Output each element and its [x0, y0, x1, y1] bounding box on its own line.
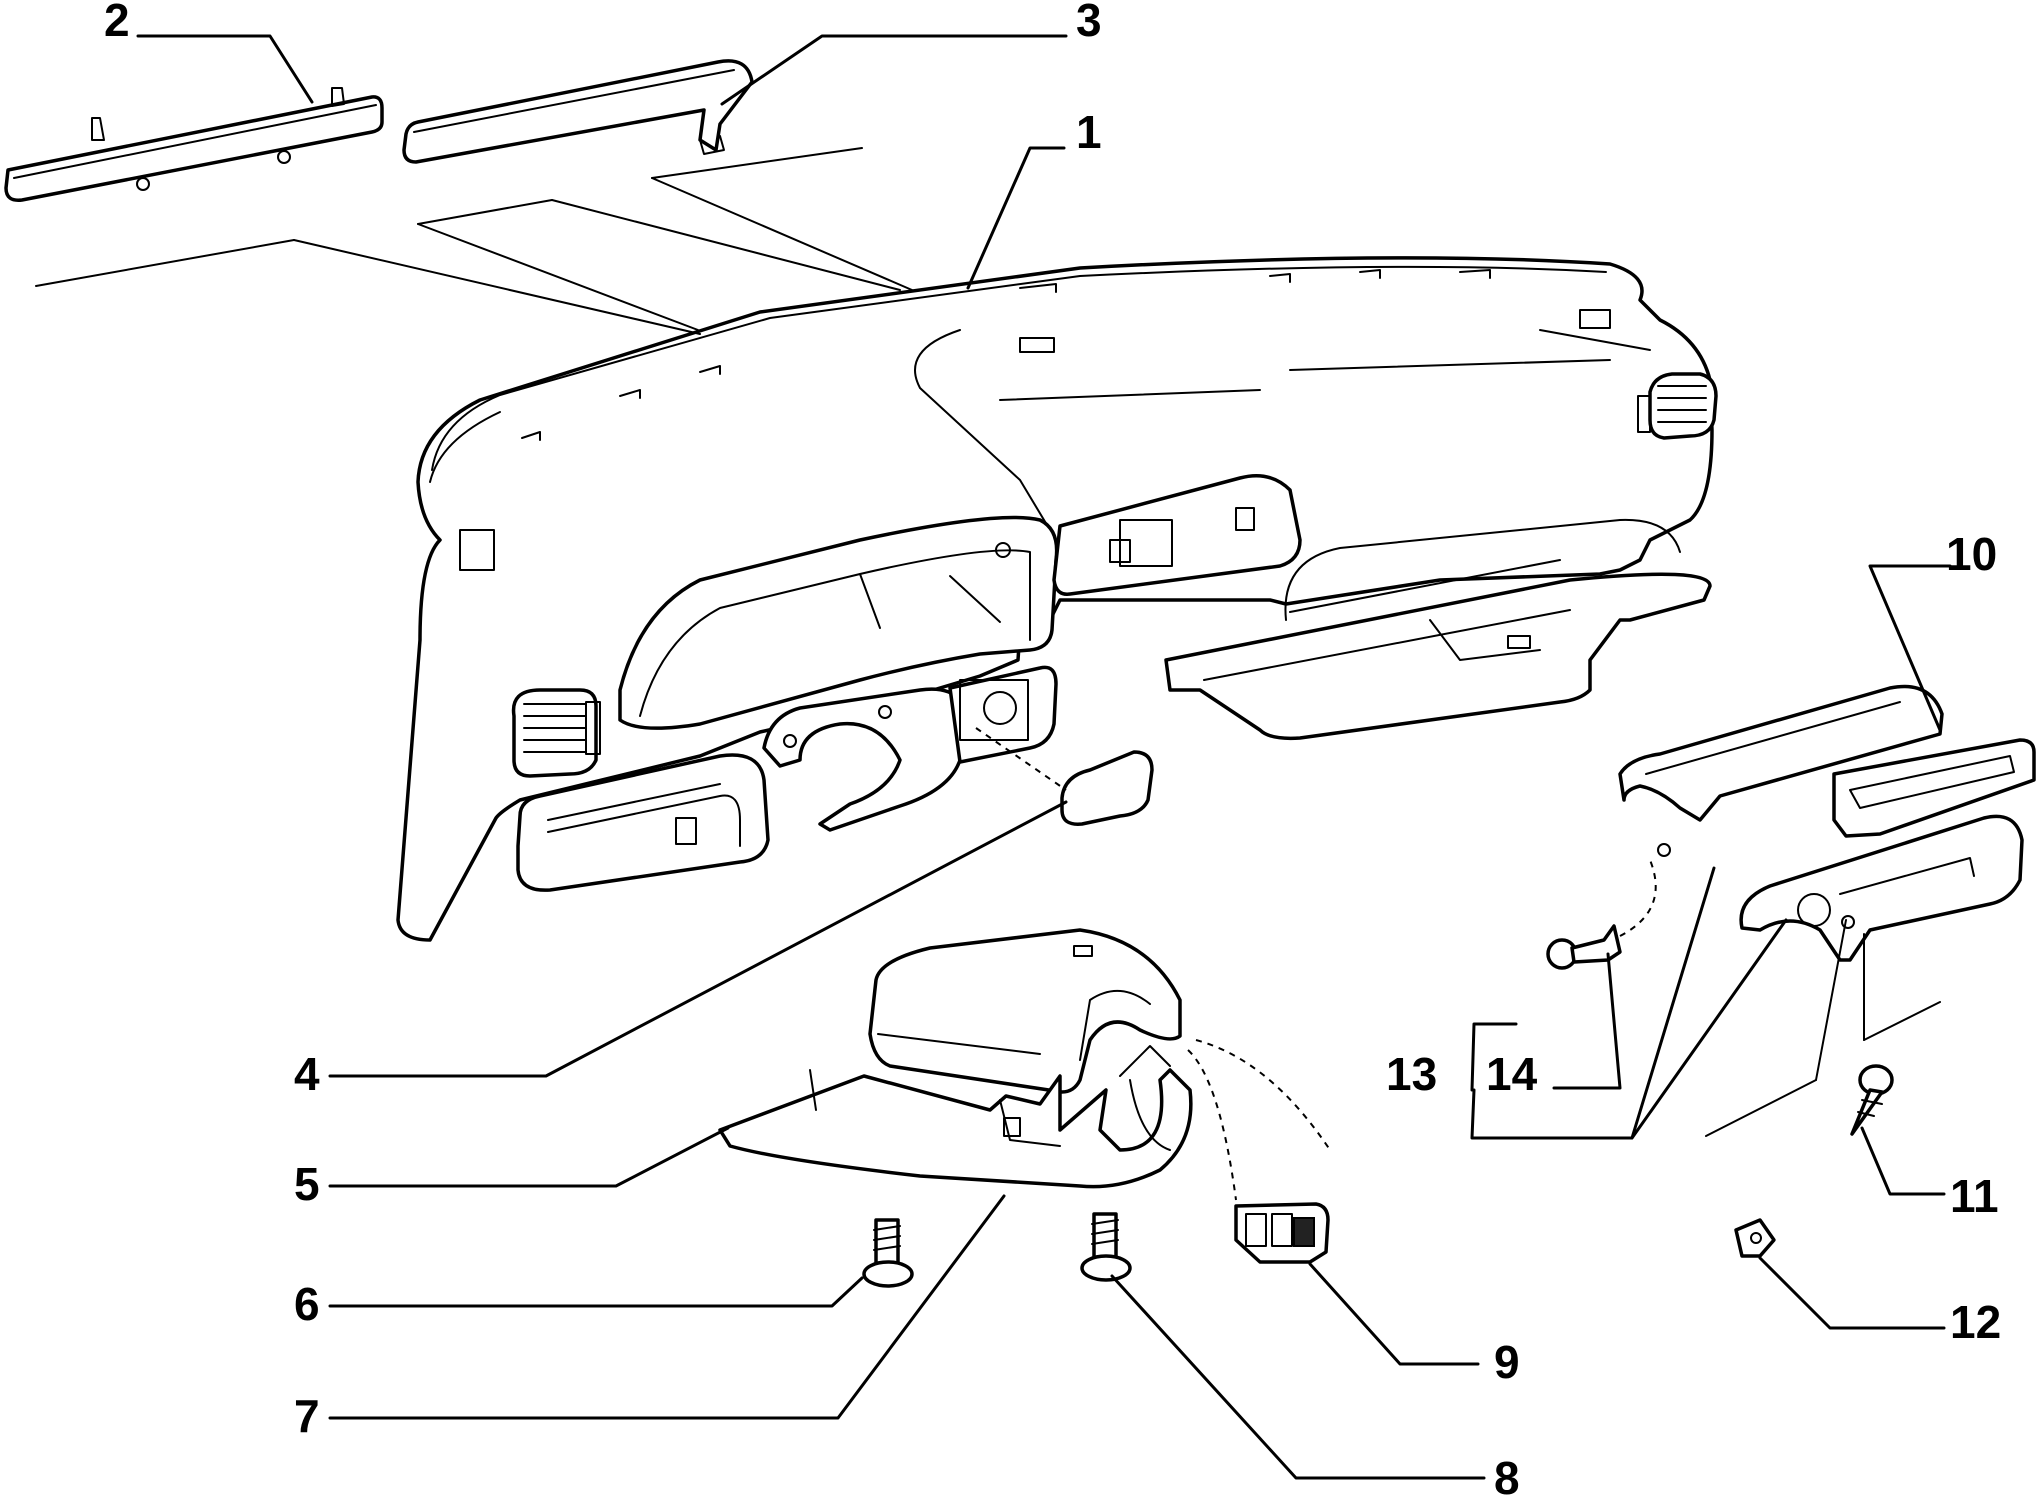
dashboard-panel — [396, 256, 1718, 942]
callout-6: 6 — [294, 1278, 320, 1330]
callout-7: 7 — [294, 1390, 320, 1442]
callout-1: 1 — [1076, 106, 1102, 158]
callout-4: 4 — [294, 1048, 320, 1100]
callout-3: 3 — [1076, 0, 1102, 46]
callout-11: 11 — [1950, 1170, 1999, 1222]
callout-labels: 2 3 1 4 5 6 7 8 9 10 11 12 13 14 — [104, 0, 2001, 1498]
callout-5: 5 — [294, 1158, 320, 1210]
clip-nut — [1734, 1218, 1776, 1258]
left-trim-strip — [4, 87, 384, 202]
callout-9: 9 — [1494, 1336, 1520, 1388]
self-tapping-screw — [1850, 1064, 1894, 1136]
center-console-trim — [1618, 684, 2024, 962]
fuse-box-cover — [975, 727, 1154, 826]
screw-6 — [862, 1218, 914, 1288]
callout-2: 2 — [104, 0, 130, 46]
callout-13: 13 — [1386, 1048, 1437, 1100]
callout-8: 8 — [1494, 1452, 1520, 1498]
right-trim-strip — [402, 59, 754, 164]
storage-compartment — [1832, 738, 2036, 838]
switch-module — [1187, 1039, 1331, 1264]
callout-14: 14 — [1486, 1048, 1538, 1100]
upper-steering-column-shroud — [868, 928, 1182, 1094]
push-rivet — [1546, 859, 1657, 970]
callout-12: 12 — [1950, 1296, 2001, 1348]
leader-lines — [35, 34, 1952, 1480]
lower-steering-column-shroud — [718, 1045, 1193, 1189]
callout-10: 10 — [1946, 528, 1997, 580]
screw-8 — [1080, 1212, 1132, 1282]
